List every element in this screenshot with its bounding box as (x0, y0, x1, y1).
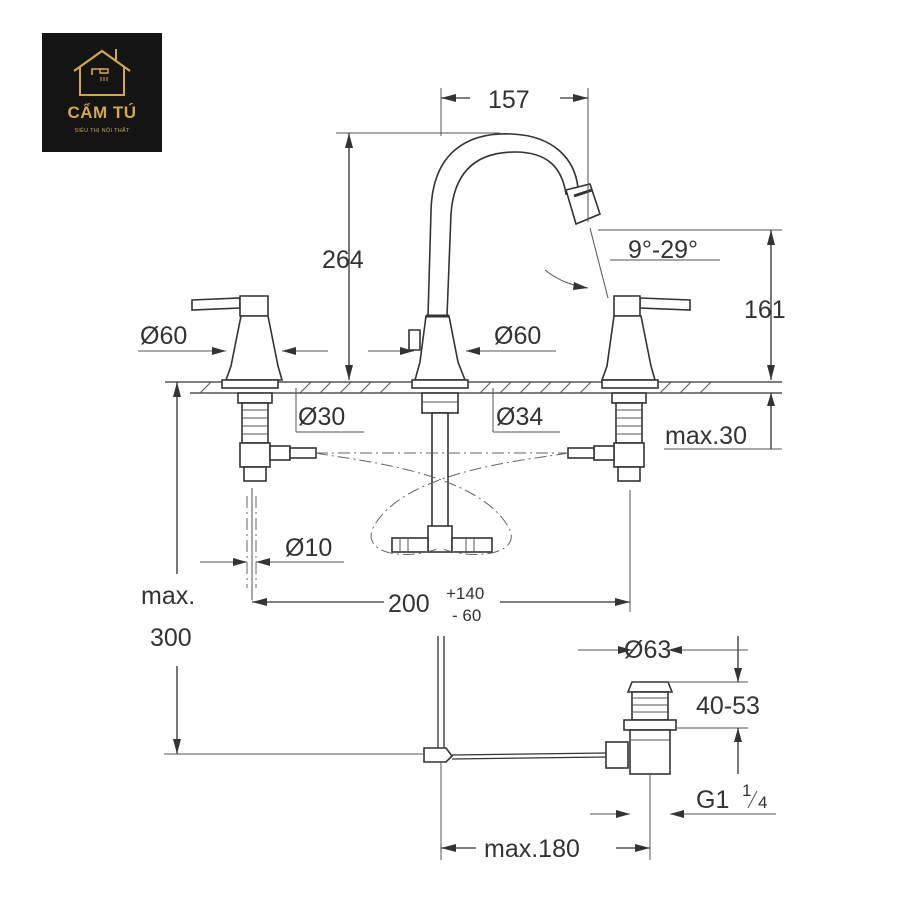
label-thread-numerator: 1 (742, 781, 751, 800)
dimension-drain-diameter (578, 646, 748, 654)
label-spout-width: 157 (488, 86, 530, 114)
dimension-hole-diameters (295, 388, 560, 433)
label-drain-height: 40-53 (696, 692, 760, 720)
label-outlet-height: 161 (744, 296, 786, 324)
brand-tagline: SIÊU THỊ NỘI THẤT (74, 128, 130, 134)
label-max-depth-value: 300 (150, 624, 192, 652)
label-handle-diameter: Ø60 (140, 322, 187, 350)
label-pipe-diameter: Ø10 (285, 534, 332, 562)
label-spacing-minus: - 60 (452, 606, 481, 625)
label-hole-left-diameter: Ø30 (298, 403, 345, 431)
dimension-thread (590, 810, 776, 818)
dimension-spout-height (336, 132, 500, 380)
label-spout-angle: 9°-29° (628, 236, 698, 264)
label-drain-diameter: Ø63 (624, 636, 671, 664)
left-valve-body (237, 392, 317, 482)
dimension-max-reach (440, 762, 651, 860)
dimension-max-depth (164, 382, 424, 755)
label-spout-height: 264 (322, 246, 364, 274)
flexible-hoses (315, 452, 569, 555)
left-handle (191, 295, 284, 389)
dimension-drain-height (668, 636, 748, 774)
label-max-depth: max. (141, 582, 195, 610)
dimension-max-thickness (664, 393, 782, 450)
brand-name: CẨM TÚ (67, 103, 137, 122)
label-thread-denominator: 4 (758, 793, 767, 812)
supply-pipe (246, 488, 257, 600)
spout-shank (391, 392, 493, 553)
dimension-pipe-diameter (200, 558, 344, 566)
right-valve-body (567, 392, 647, 482)
right-handle (600, 295, 691, 389)
spout (408, 133, 601, 389)
label-thread: G1 (696, 786, 729, 814)
dimension-outlet-height (598, 229, 782, 380)
label-spacing: 200 (388, 590, 430, 618)
label-max-thickness: max.30 (665, 422, 747, 450)
pop-up-drain (423, 636, 677, 775)
label-spout-diameter: Ø60 (494, 322, 541, 350)
dimension-spacing (252, 490, 631, 612)
label-max-reach: max.180 (484, 835, 580, 863)
dimension-spout-diameter (368, 347, 556, 355)
dimension-handle-diameter (138, 347, 328, 355)
house-shower-icon (73, 49, 131, 96)
label-hole-center-diameter: Ø34 (496, 403, 543, 431)
dimension-spout-angle (544, 227, 720, 299)
brand-logo: CẨM TÚ SIÊU THỊ NỘI THẤT (42, 33, 162, 152)
label-spacing-plus: +140 (446, 584, 484, 603)
dimension-spout-width (440, 88, 589, 222)
